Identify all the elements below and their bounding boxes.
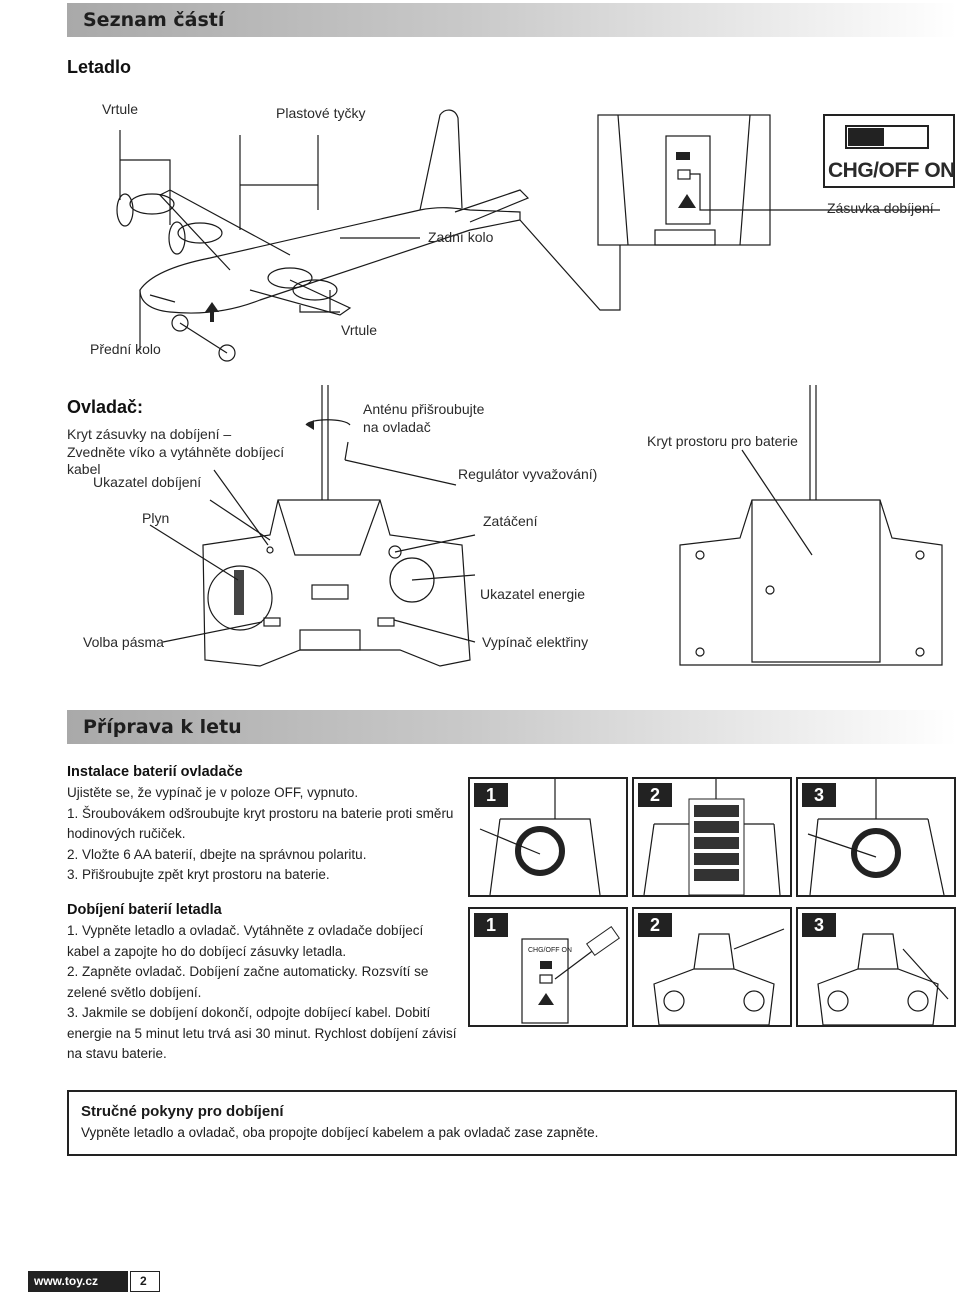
small-switch-text: CHG/OFF ON bbox=[528, 947, 572, 954]
section-title-prep: Příprava k letu bbox=[83, 716, 242, 738]
label-antenna: Anténu přišroubujte na ovladač bbox=[363, 401, 485, 435]
step-number: 3 bbox=[802, 913, 836, 937]
label-power-switch: Vypínač elektřiny bbox=[482, 634, 589, 650]
footer-page: 2 bbox=[130, 1271, 160, 1292]
section-header-prep: Příprava k letu bbox=[67, 710, 957, 744]
step-number: 1 bbox=[474, 913, 508, 937]
battery-step-1-image: 1 bbox=[468, 777, 628, 897]
plane-heading: Letadlo bbox=[67, 57, 132, 77]
step-number: 2 bbox=[638, 913, 672, 937]
battery-line: 2. Vložte 6 AA baterií, dbejte na správn… bbox=[67, 846, 367, 862]
controller-heading: Ovladač: bbox=[67, 397, 144, 417]
section-header-parts: Seznam částí bbox=[67, 3, 957, 37]
label-trim: Regulátor vyvažování) bbox=[458, 466, 598, 482]
label-plastic-rods: Plastové tyčky bbox=[276, 105, 366, 121]
battery-line: 1. Šroubovákem odšroubujte kryt prostoru… bbox=[67, 805, 454, 842]
controller-diagram bbox=[149, 385, 943, 667]
switch-text: CHG/OFF ON bbox=[828, 159, 955, 182]
label-battery-cover: Kryt prostoru pro baterie bbox=[647, 433, 798, 449]
charging-line: 3. Jakmile se dobíjení dokončí, odpojte … bbox=[67, 1005, 457, 1061]
footer-site: www.toy.cz bbox=[28, 1271, 128, 1292]
charging-step-2-image: 2 bbox=[632, 907, 792, 1027]
battery-install-text: Ujistěte se, že vypínač je v poloze OFF,… bbox=[67, 783, 457, 886]
quick-tips-box: Stručné pokyny pro dobíjení Vypněte leta… bbox=[67, 1090, 957, 1156]
step-number: 3 bbox=[802, 783, 836, 807]
footer-page-number: 2 bbox=[140, 1274, 147, 1288]
battery-line: 3. Přišroubujte zpět kryt prostoru na ba… bbox=[67, 867, 330, 882]
battery-step-3-image: 3 bbox=[796, 777, 956, 897]
label-propellers-bottom: Vrtule bbox=[341, 322, 378, 338]
battery-step-2-image: 2 bbox=[632, 777, 792, 897]
plane-charging-text: 1. Vypněte letadlo a ovladač. Vytáhněte … bbox=[67, 921, 457, 1065]
label-front-wheel: Přední kolo bbox=[90, 341, 161, 357]
section-title: Seznam částí bbox=[83, 9, 225, 31]
label-propellers-top: Vrtule bbox=[102, 101, 139, 117]
label-band-select: Volba pásma bbox=[83, 634, 164, 650]
label-charge-indicator: Ukazatel dobíjení bbox=[93, 474, 202, 490]
charging-line: 2. Zapněte ovladač. Dobíjení začne autom… bbox=[67, 964, 429, 1000]
label-steering: Zatáčení bbox=[483, 513, 538, 529]
battery-install-title: Instalace baterií ovladače bbox=[67, 764, 243, 780]
step-number: 2 bbox=[638, 783, 672, 807]
quick-tips-title: Stručné pokyny pro dobíjení bbox=[81, 1103, 284, 1120]
footer-site-text: www.toy.cz bbox=[34, 1274, 99, 1288]
plane-diagram bbox=[116, 109, 955, 362]
plane-charging-title: Dobíjení baterií letadla bbox=[67, 902, 222, 918]
label-throttle: Plyn bbox=[142, 510, 170, 526]
label-charging-socket: Zásuvka dobíjení bbox=[827, 200, 934, 216]
label-power-indicator: Ukazatel energie bbox=[480, 586, 586, 602]
charging-line: 1. Vypněte letadlo a ovladač. Vytáhněte … bbox=[67, 923, 424, 959]
label-rear-wheel: Zadní kolo bbox=[428, 229, 494, 245]
label-socket-cover: Kryt zásuvky na dobíjení – Zvedněte víko… bbox=[67, 426, 285, 477]
quick-tips-text: Vypněte letadlo a ovladač, oba propojte … bbox=[81, 1125, 599, 1140]
battery-line: Ujistěte se, že vypínač je v poloze OFF,… bbox=[67, 785, 359, 800]
charging-step-3-image: 3 bbox=[796, 907, 956, 1027]
charging-step-1-image: 1 CHG/OFF ON bbox=[468, 907, 628, 1027]
step-number: 1 bbox=[474, 783, 508, 807]
